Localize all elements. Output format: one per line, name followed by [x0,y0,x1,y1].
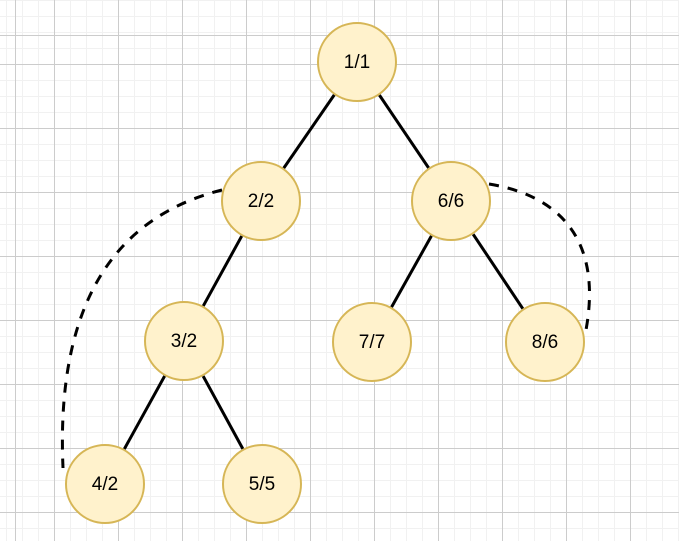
node-2-2[interactable]: 2/2 [221,161,301,241]
edge-n1-n2[interactable] [282,94,336,169]
edge-n2-n3[interactable] [201,235,244,307]
dashed-6-8[interactable] [488,182,591,331]
edge-n6-n8[interactable] [471,233,525,310]
node-7-7[interactable]: 7/7 [332,302,412,382]
node-6-6[interactable]: 6/6 [411,161,491,241]
edge-n1-n6[interactable] [378,94,430,169]
edge-n3-n4[interactable] [123,375,166,450]
node-5-5[interactable]: 5/5 [222,444,302,524]
node-3-2[interactable]: 3/2 [144,301,224,381]
node-8-6[interactable]: 8/6 [505,302,585,382]
dashed-2-4[interactable] [60,188,223,469]
node-4-2[interactable]: 4/2 [65,444,145,524]
edge-n3-n5[interactable] [201,375,245,450]
node-1-1[interactable]: 1/1 [317,22,397,102]
edge-n6-n7[interactable] [390,235,433,308]
